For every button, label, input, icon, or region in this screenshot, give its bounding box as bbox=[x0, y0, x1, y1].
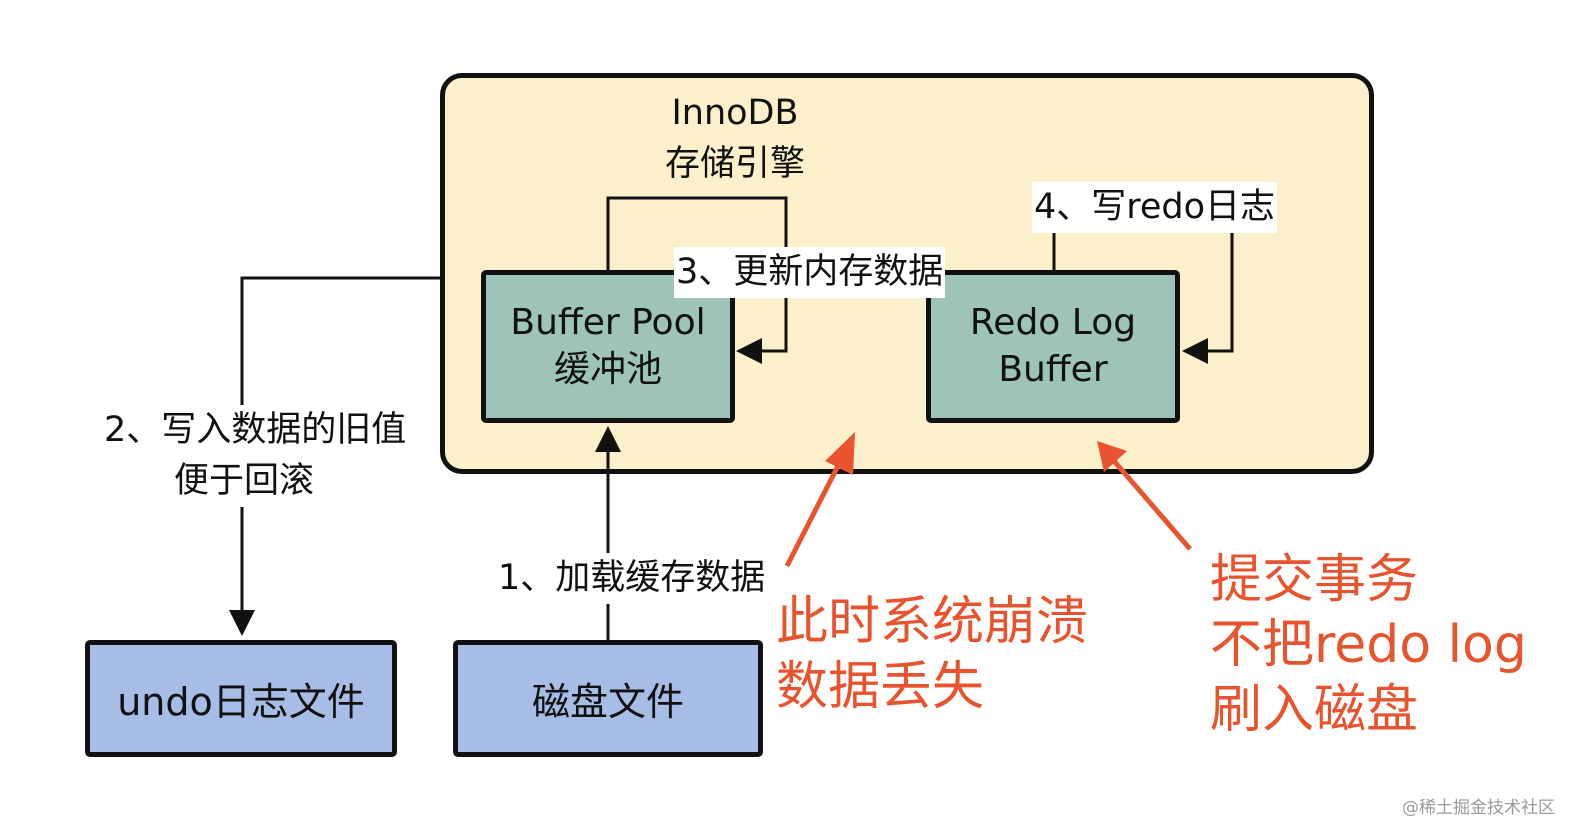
write-redo-arrowhead bbox=[1182, 338, 1208, 364]
redo-log-buffer-box: Redo Log Buffer bbox=[926, 270, 1180, 423]
undo-arrowhead bbox=[229, 610, 255, 636]
commit-callout-arrow bbox=[1112, 459, 1192, 551]
engine-title: InnoDB 存储引擎 bbox=[600, 88, 870, 190]
commit-annotation-line2: 不把redo log bbox=[1210, 615, 1527, 675]
crash-annotation-line2: 数据丢失 bbox=[776, 657, 985, 717]
buffer-pool-label: Buffer Pool bbox=[510, 301, 706, 343]
step2-label-line1: 2、写入数据的旧值 bbox=[104, 410, 407, 450]
crash-annotation-line1: 此时系统崩溃 bbox=[776, 592, 1089, 652]
step3-label: 3、更新内存数据 bbox=[674, 247, 946, 298]
engine-title-line2: 存储引擎 bbox=[664, 143, 805, 184]
step2-label-line2: 便于回滚 bbox=[173, 460, 314, 501]
step4-label: 4、写redo日志 bbox=[1032, 182, 1278, 233]
undo-log-file-label: undo日志文件 bbox=[117, 680, 365, 724]
commit-annotation: 提交事务 不把redo log 刷入磁盘 bbox=[1210, 548, 1527, 743]
commit-annotation-line3: 刷入磁盘 bbox=[1210, 680, 1419, 740]
update-memory-arrowhead bbox=[736, 338, 762, 364]
crash-callout-arrow bbox=[784, 456, 845, 568]
crash-annotation: 此时系统崩溃 数据丢失 bbox=[776, 590, 1088, 720]
engine-title-line1: InnoDB bbox=[671, 93, 799, 133]
commit-callout-arrowhead bbox=[1097, 441, 1127, 472]
redo-log-buffer-sublabel: Buffer bbox=[998, 348, 1108, 390]
write-redo-loop-right bbox=[1206, 232, 1234, 353]
disk-file-label: 磁盘文件 bbox=[531, 680, 684, 724]
step1-label: 1、加载缓存数据 bbox=[496, 553, 768, 604]
buffer-pool-sublabel: 缓冲池 bbox=[553, 348, 662, 390]
undo-log-file-box: undo日志文件 bbox=[85, 640, 397, 757]
redo-log-buffer-label: Redo Log bbox=[969, 301, 1137, 343]
load-cache-arrowhead bbox=[595, 426, 621, 452]
commit-annotation-line1: 提交事务 bbox=[1210, 550, 1419, 610]
step2-label: 2、写入数据的旧值 便于回滚 bbox=[102, 405, 407, 507]
watermark: @稀土掘金技术社区 bbox=[1402, 798, 1555, 818]
disk-file-box: 磁盘文件 bbox=[453, 640, 763, 757]
update-memory-loop bbox=[606, 196, 788, 353]
crash-callout-arrowhead bbox=[825, 432, 855, 475]
